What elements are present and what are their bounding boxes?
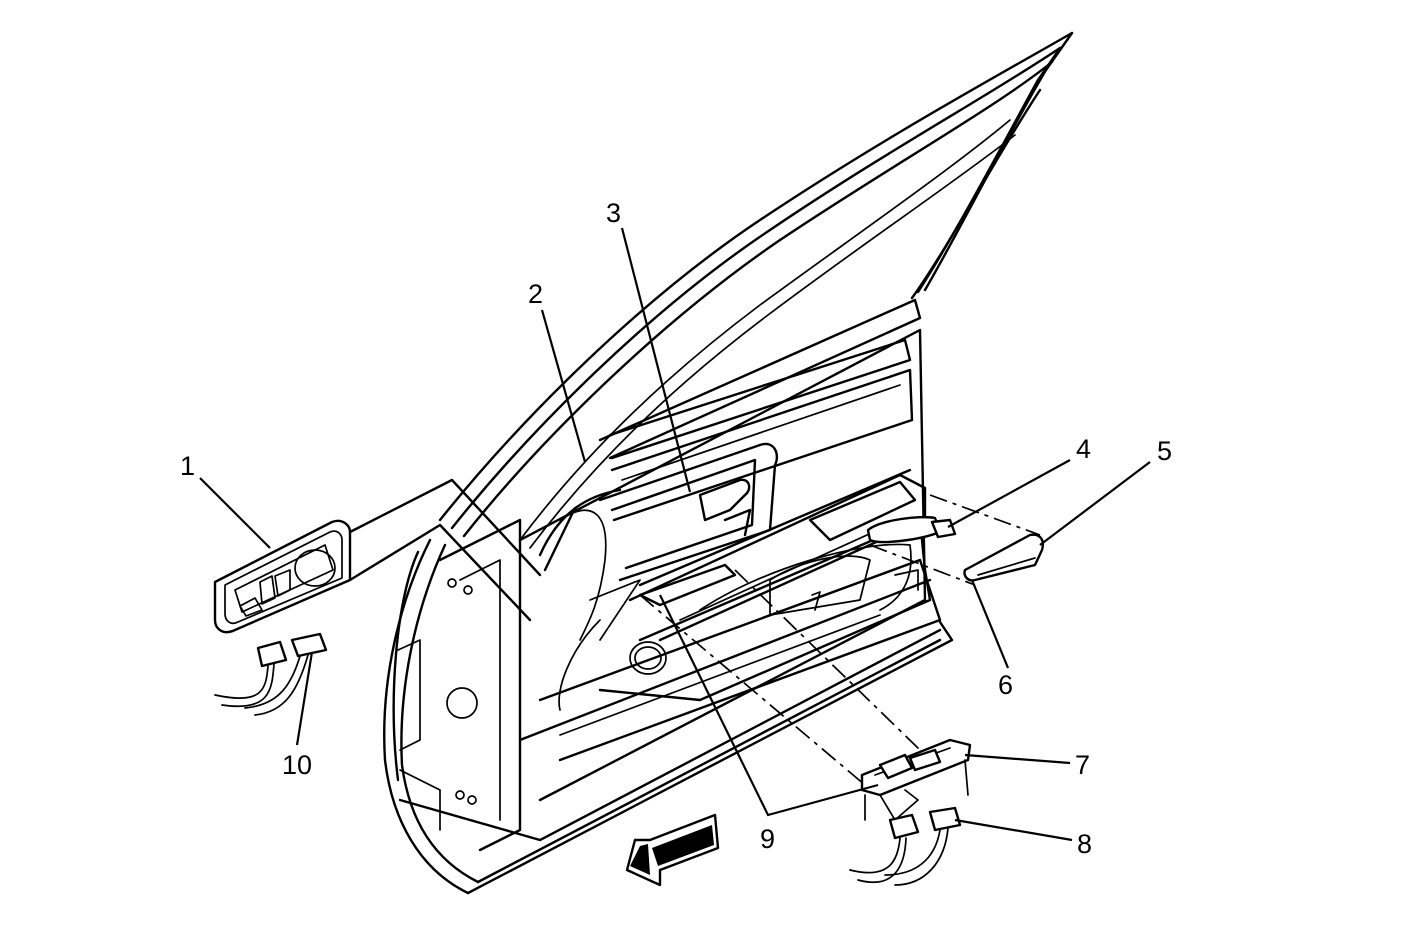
callout-3: 3 (606, 198, 621, 228)
explode-line-seat-a (734, 569, 921, 751)
leader-6 (970, 579, 1010, 669)
callout-2: 2 (528, 279, 543, 309)
window-switch-bezel (213, 519, 352, 634)
leader-8 (954, 818, 1073, 842)
seat-switch-assembly (849, 738, 972, 886)
connectors-10 (214, 632, 328, 716)
explode-line-1 (348, 478, 542, 577)
explode-line-lock-b (869, 544, 976, 586)
callout-9: 9 (760, 824, 775, 854)
leader-4 (947, 459, 1071, 528)
callout-4: 4 (1076, 434, 1091, 464)
front-arrow-icon (625, 813, 720, 887)
callout-8: 8 (1077, 829, 1092, 859)
leader-2 (540, 309, 587, 463)
callouts: 1 2 3 4 5 6 7 8 9 10 (180, 198, 1172, 859)
leader-3 (620, 227, 692, 493)
callout-7: 7 (1075, 750, 1090, 780)
lock-switch-assembly (866, 515, 1044, 582)
leader-10 (295, 651, 314, 746)
seat-switch-opening (638, 563, 737, 607)
leader-1 (199, 477, 271, 549)
leader-7 (964, 753, 1071, 765)
callout-1: 1 (180, 451, 195, 481)
explode-line-1b (348, 523, 532, 622)
callout-5: 5 (1157, 436, 1172, 466)
explode-line-seat-b (639, 594, 866, 786)
door-trim-panel (518, 328, 942, 802)
leader-9 (659, 594, 879, 817)
leader-lines (199, 227, 1151, 842)
callout-10: 10 (282, 750, 312, 780)
explode-line-lock-a (929, 494, 1041, 536)
door-frame (383, 31, 1074, 895)
callout-6: 6 (998, 670, 1013, 700)
leader-5 (1039, 461, 1151, 546)
